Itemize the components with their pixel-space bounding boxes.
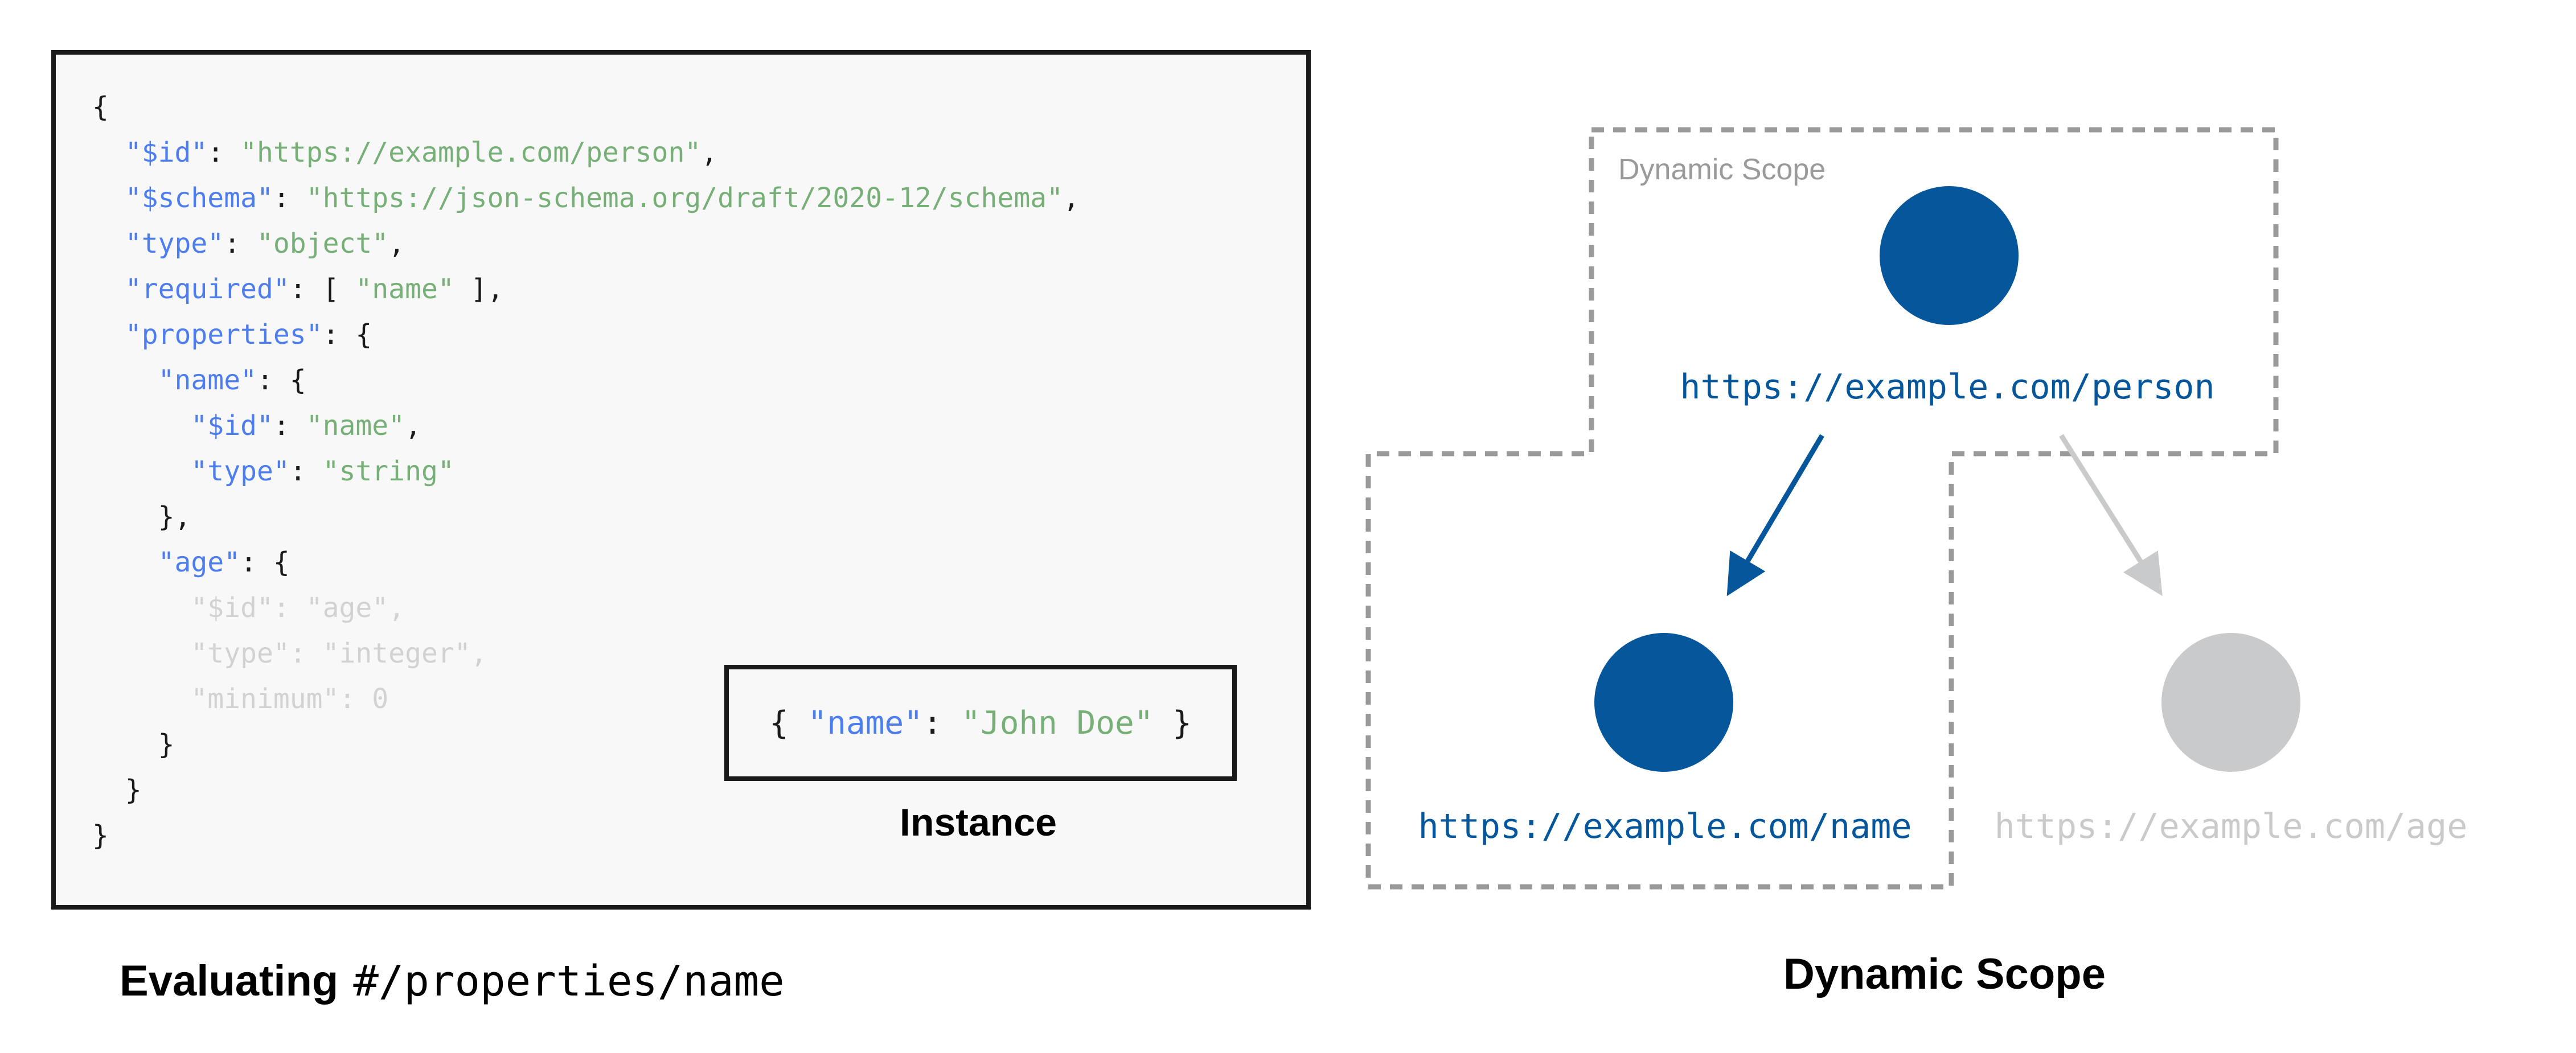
code-line: "type": "integer", [92,631,1080,676]
code-segment: , [388,228,405,260]
name-node-circle [1594,633,1733,772]
code-segment: } [92,820,109,852]
code-segment: "age" [158,546,241,578]
age-node-circle [2161,633,2300,772]
code-segment: : [ [289,273,356,305]
code-segment: : { [256,364,306,396]
code-segment: : { [240,546,290,578]
person-to-name-arrow [1726,434,1824,597]
evaluating-caption: Evaluating #/properties/name [120,956,1258,1019]
schema-code: { "$id": "https://example.com/person", "… [92,84,1080,858]
code-line: "type": "string" [92,449,1080,494]
code-segment: , [405,410,421,442]
code-segment: , [1063,182,1080,214]
code-segment: "John Doe" [961,704,1154,742]
code-line: "$id": "age", [92,585,1080,631]
code-segment: "$schema" [125,182,273,214]
code-segment: }, [92,501,191,533]
code-line: } [92,722,1080,767]
code-line: "$schema": "https://json-schema.org/draf… [92,175,1080,221]
schema-code-block: { "$id": "https://example.com/person", "… [51,50,1311,910]
code-segment: : [224,228,257,260]
code-segment: : [289,455,323,487]
instance-json: { "name": "John Doe" } [769,705,1192,742]
person-to-age-arrow [2059,434,2163,597]
code-segment: : [273,182,306,214]
person-node-circle [1880,186,2019,325]
code-segment: "required" [125,273,290,305]
code-segment: "https://example.com/person" [240,137,702,168]
code-segment: "name" [355,273,454,305]
dynamic-scope-outline [1365,127,2279,890]
code-line: "type": "object", [92,221,1080,266]
code-line: }, [92,494,1080,540]
code-segment: } [92,774,142,806]
code-segment: "name" [158,364,257,396]
code-segment: "type" [191,455,290,487]
code-line: "$id": "name", [92,403,1080,449]
code-segment: "object" [256,228,389,260]
code-line: "name": { [92,357,1080,403]
name-node-url: https://example.com/name [1418,807,1912,846]
code-segment: "https://json-schema.org/draft/2020-12/s… [306,182,1064,214]
code-segment: } [92,729,175,760]
code-segment: } [1153,704,1192,742]
code-segment: { [92,91,109,123]
instance-box: { "name": "John Doe" } [724,665,1237,781]
person-node-url: https://example.com/person [1680,367,2214,407]
instance-label: Instance [900,801,1057,844]
code-segment: : [273,410,306,442]
code-segment: "properties" [125,319,323,351]
code-segment: , [701,137,718,168]
code-segment: "name" [807,704,923,742]
code-line: "age": { [92,540,1080,585]
dynamic-scope-inline-label: Dynamic Scope [1618,153,1826,186]
code-segment: : { [322,319,372,351]
dynamic-scope-caption: Dynamic Scope [1783,950,2106,998]
code-line: } [92,767,1080,813]
code-segment: "string" [322,455,454,487]
evaluating-caption-pointer: #/properties/name [353,957,785,1006]
code-line: "$id": "https://example.com/person", [92,130,1080,175]
code-segment: ], [454,273,504,305]
code-line: "properties": { [92,312,1080,357]
code-line: "required": [ "name" ], [92,266,1080,312]
code-segment: "$id": "age", [92,592,405,624]
code-line: { [92,84,1080,130]
age-node-url: https://example.com/age [1995,807,2468,846]
evaluating-caption-bold: Evaluating [120,957,339,1005]
code-segment: { [769,704,808,742]
code-line: "minimum": 0 [92,676,1080,722]
code-segment: "name" [306,410,405,442]
code-segment: "minimum": 0 [92,683,389,715]
code-segment: "$id" [125,137,208,168]
code-segment: : [207,137,241,168]
code-segment: "$id" [191,410,273,442]
code-line: } [92,813,1080,858]
code-segment: "type" [125,228,224,260]
code-segment: : [922,704,962,742]
code-segment: "type": "integer", [92,637,487,669]
